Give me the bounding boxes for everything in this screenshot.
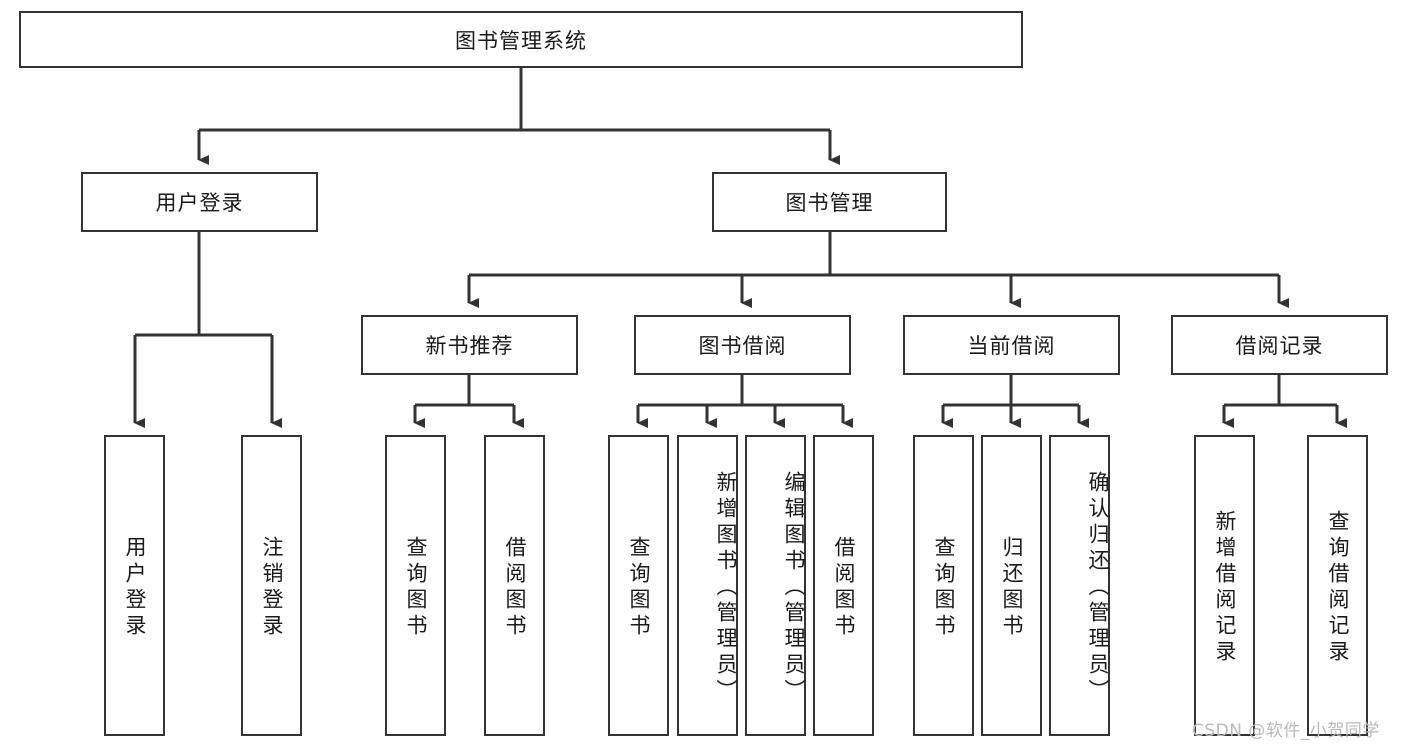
node-user-login[interactable]: 用户登录 [81, 172, 318, 232]
node-root[interactable]: 图书管理系统 [19, 11, 1023, 68]
node-leaf-query-book-b[interactable]: 查询图书 [608, 435, 669, 736]
node-book-manage[interactable]: 图书管理 [712, 172, 947, 232]
node-leaf-add-book[interactable]: 新增图书（管理员） [677, 435, 738, 736]
node-leaf-add-record[interactable]: 新增借阅记录 [1194, 435, 1255, 736]
node-new-book-rec[interactable]: 新书推荐 [361, 315, 578, 375]
watermark: CSDN @软件_小贺同学 [1192, 721, 1380, 741]
node-leaf-borrow-book-b[interactable]: 借阅图书 [813, 435, 874, 736]
node-leaf-borrow-book-rec[interactable]: 借阅图书 [484, 435, 545, 736]
node-leaf-return-book[interactable]: 归还图书 [981, 435, 1042, 736]
node-leaf-edit-book[interactable]: 编辑图书（管理员） [745, 435, 806, 736]
node-borrow-record[interactable]: 借阅记录 [1171, 315, 1388, 375]
node-current-borrow[interactable]: 当前借阅 [903, 315, 1120, 375]
node-book-borrow[interactable]: 图书借阅 [634, 315, 851, 375]
node-leaf-query-book-c[interactable]: 查询图书 [913, 435, 974, 736]
node-leaf-query-record[interactable]: 查询借阅记录 [1307, 435, 1368, 736]
node-leaf-user-login[interactable]: 用户登录 [104, 435, 165, 736]
node-leaf-query-book-rec[interactable]: 查询图书 [385, 435, 446, 736]
node-leaf-confirm-return[interactable]: 确认归还（管理员） [1049, 435, 1110, 736]
node-leaf-logout[interactable]: 注销登录 [241, 435, 302, 736]
